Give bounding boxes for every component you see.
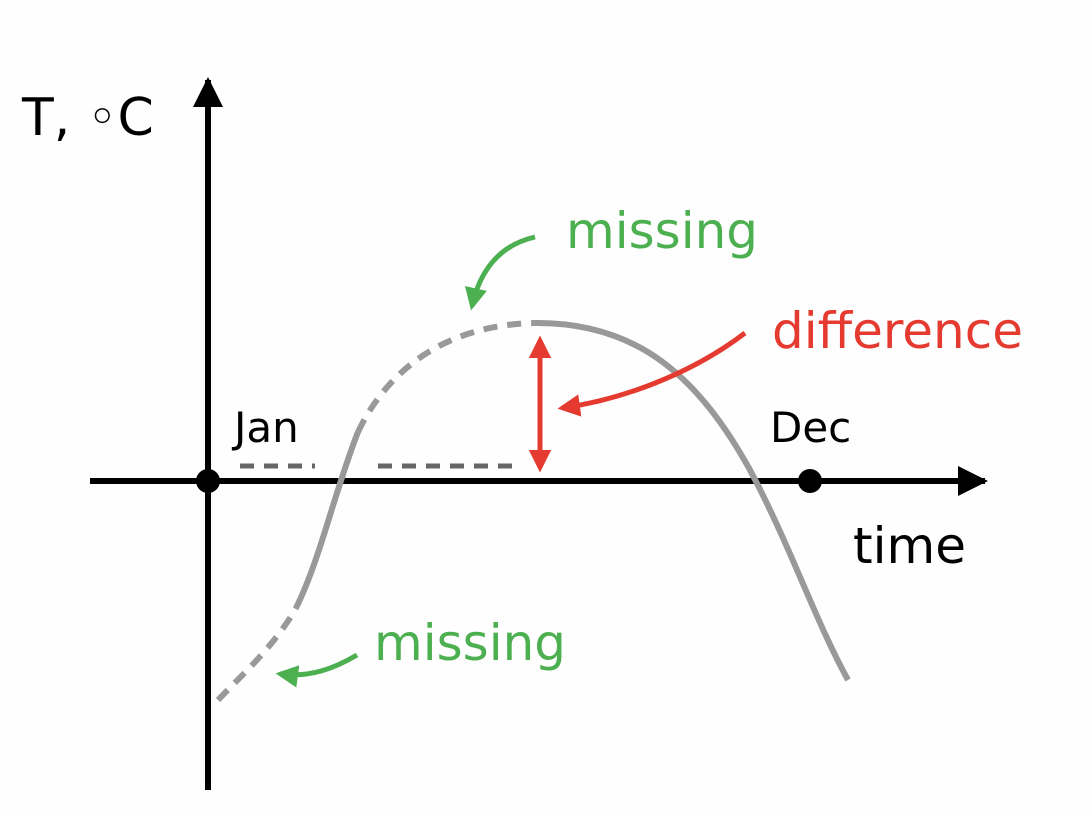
- dec-label: Dec: [770, 403, 851, 452]
- missing-top-label: missing: [566, 202, 758, 260]
- difference-pointer-arrow: [557, 331, 747, 417]
- missing-bottom-arrow: [275, 652, 359, 688]
- x-axis-label: time: [853, 517, 966, 575]
- curve-solid-rise: [293, 430, 361, 610]
- curve-missing-top: [355, 320, 536, 434]
- missing-bottom-label: missing: [374, 614, 566, 672]
- dec-point: [798, 469, 822, 493]
- y-axis-label: T, ◦C: [21, 88, 154, 148]
- curve-missing-bottom: [215, 606, 299, 703]
- jan-label: Jan: [231, 403, 299, 452]
- curve-solid-fall: [534, 319, 851, 682]
- missing-top-arrow: [464, 234, 536, 311]
- origin-point: [196, 469, 220, 493]
- difference-label: difference: [772, 302, 1023, 360]
